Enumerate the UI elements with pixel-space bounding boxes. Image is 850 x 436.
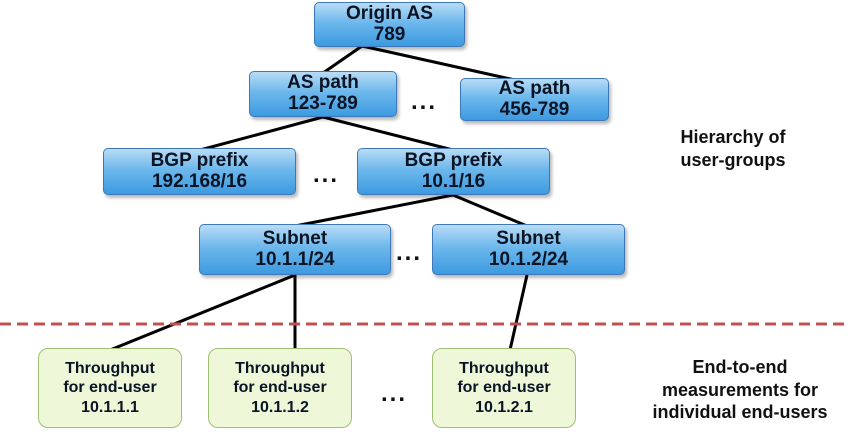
ellipsis-subnet: ... bbox=[396, 239, 423, 266]
node-as-path-title: AS path bbox=[498, 77, 571, 99]
edge-subnet2-tp3 bbox=[508, 274, 529, 351]
edge-aspath1-bgp2 bbox=[322, 115, 454, 152]
node-subnet-10-1-1: Subnet 10.1.1/24 bbox=[199, 224, 391, 275]
node-origin-as: Origin AS 789 bbox=[314, 2, 465, 47]
node-origin-as-value: 789 bbox=[373, 23, 406, 45]
node-bgp-prefix-192-168: BGP prefix 192.168/16 bbox=[103, 148, 296, 195]
label-end-to-end-measurements: End-to-end measurements for individual e… bbox=[635, 356, 845, 424]
node-throughput-subtitle: for end-user bbox=[233, 379, 327, 397]
node-throughput-10-1-1-1: Throughput for end-user 10.1.1.1 bbox=[38, 348, 182, 428]
node-subnet-title: Subnet bbox=[262, 227, 328, 249]
label-measurements-line2: measurements for bbox=[661, 379, 819, 400]
ellipsis-throughput: ... bbox=[381, 380, 408, 407]
node-subnet-value: 10.1.2/24 bbox=[488, 248, 569, 270]
node-throughput-ip: 10.1.1.2 bbox=[251, 398, 309, 416]
node-as-path-value: 123-789 bbox=[288, 93, 358, 114]
label-hierarchy-line2: user-groups bbox=[680, 149, 786, 170]
edge-subnet1-tp1 bbox=[109, 273, 296, 352]
node-subnet-10-1-2: Subnet 10.1.2/24 bbox=[432, 224, 625, 275]
edge-origin-aspath2 bbox=[361, 44, 516, 82]
label-hierarchy-of-user-groups: Hierarchy of user-groups bbox=[648, 126, 818, 171]
node-throughput-ip: 10.1.1.1 bbox=[81, 398, 139, 416]
edge-bgp2-subnet2 bbox=[452, 193, 528, 228]
node-throughput-10-1-2-1: Throughput for end-user 10.1.2.1 bbox=[432, 348, 576, 428]
ellipsis-as-path: ... bbox=[411, 88, 438, 115]
node-as-path-456-789: AS path 456-789 bbox=[460, 78, 609, 121]
node-bgp-prefix-title: BGP prefix bbox=[150, 149, 249, 171]
node-throughput-ip: 10.1.2.1 bbox=[475, 398, 533, 416]
node-as-path-value: 456-789 bbox=[499, 98, 570, 120]
node-throughput-title: Throughput bbox=[65, 360, 155, 378]
edge-aspath1-bgp1 bbox=[199, 115, 324, 152]
node-as-path-123-789: AS path 123-789 bbox=[249, 71, 397, 117]
label-measurements-line3: individual end-users bbox=[652, 402, 828, 422]
node-throughput-title: Throughput bbox=[459, 360, 549, 378]
node-throughput-10-1-1-2: Throughput for end-user 10.1.1.2 bbox=[208, 348, 352, 428]
node-bgp-prefix-title: BGP prefix bbox=[404, 149, 503, 171]
node-subnet-title: Subnet bbox=[496, 227, 561, 249]
node-bgp-prefix-value: 192.168/16 bbox=[151, 170, 248, 192]
node-bgp-prefix-value: 10.1/16 bbox=[421, 170, 486, 192]
node-origin-as-title: Origin AS bbox=[346, 2, 433, 24]
node-bgp-prefix-10-1: BGP prefix 10.1/16 bbox=[357, 148, 550, 195]
ellipsis-bgp-prefix: ... bbox=[313, 161, 340, 188]
node-throughput-subtitle: for end-user bbox=[457, 379, 551, 397]
node-subnet-value: 10.1.1/24 bbox=[255, 248, 335, 270]
node-as-path-title: AS path bbox=[287, 72, 359, 94]
edge-origin-aspath1 bbox=[322, 44, 363, 75]
label-measurements-line1: End-to-end bbox=[692, 357, 788, 377]
edge-bgp2-subnet1 bbox=[294, 193, 454, 228]
label-hierarchy-line1: Hierarchy of bbox=[680, 127, 786, 147]
node-throughput-title: Throughput bbox=[235, 360, 325, 378]
node-throughput-subtitle: for end-user bbox=[63, 379, 157, 397]
